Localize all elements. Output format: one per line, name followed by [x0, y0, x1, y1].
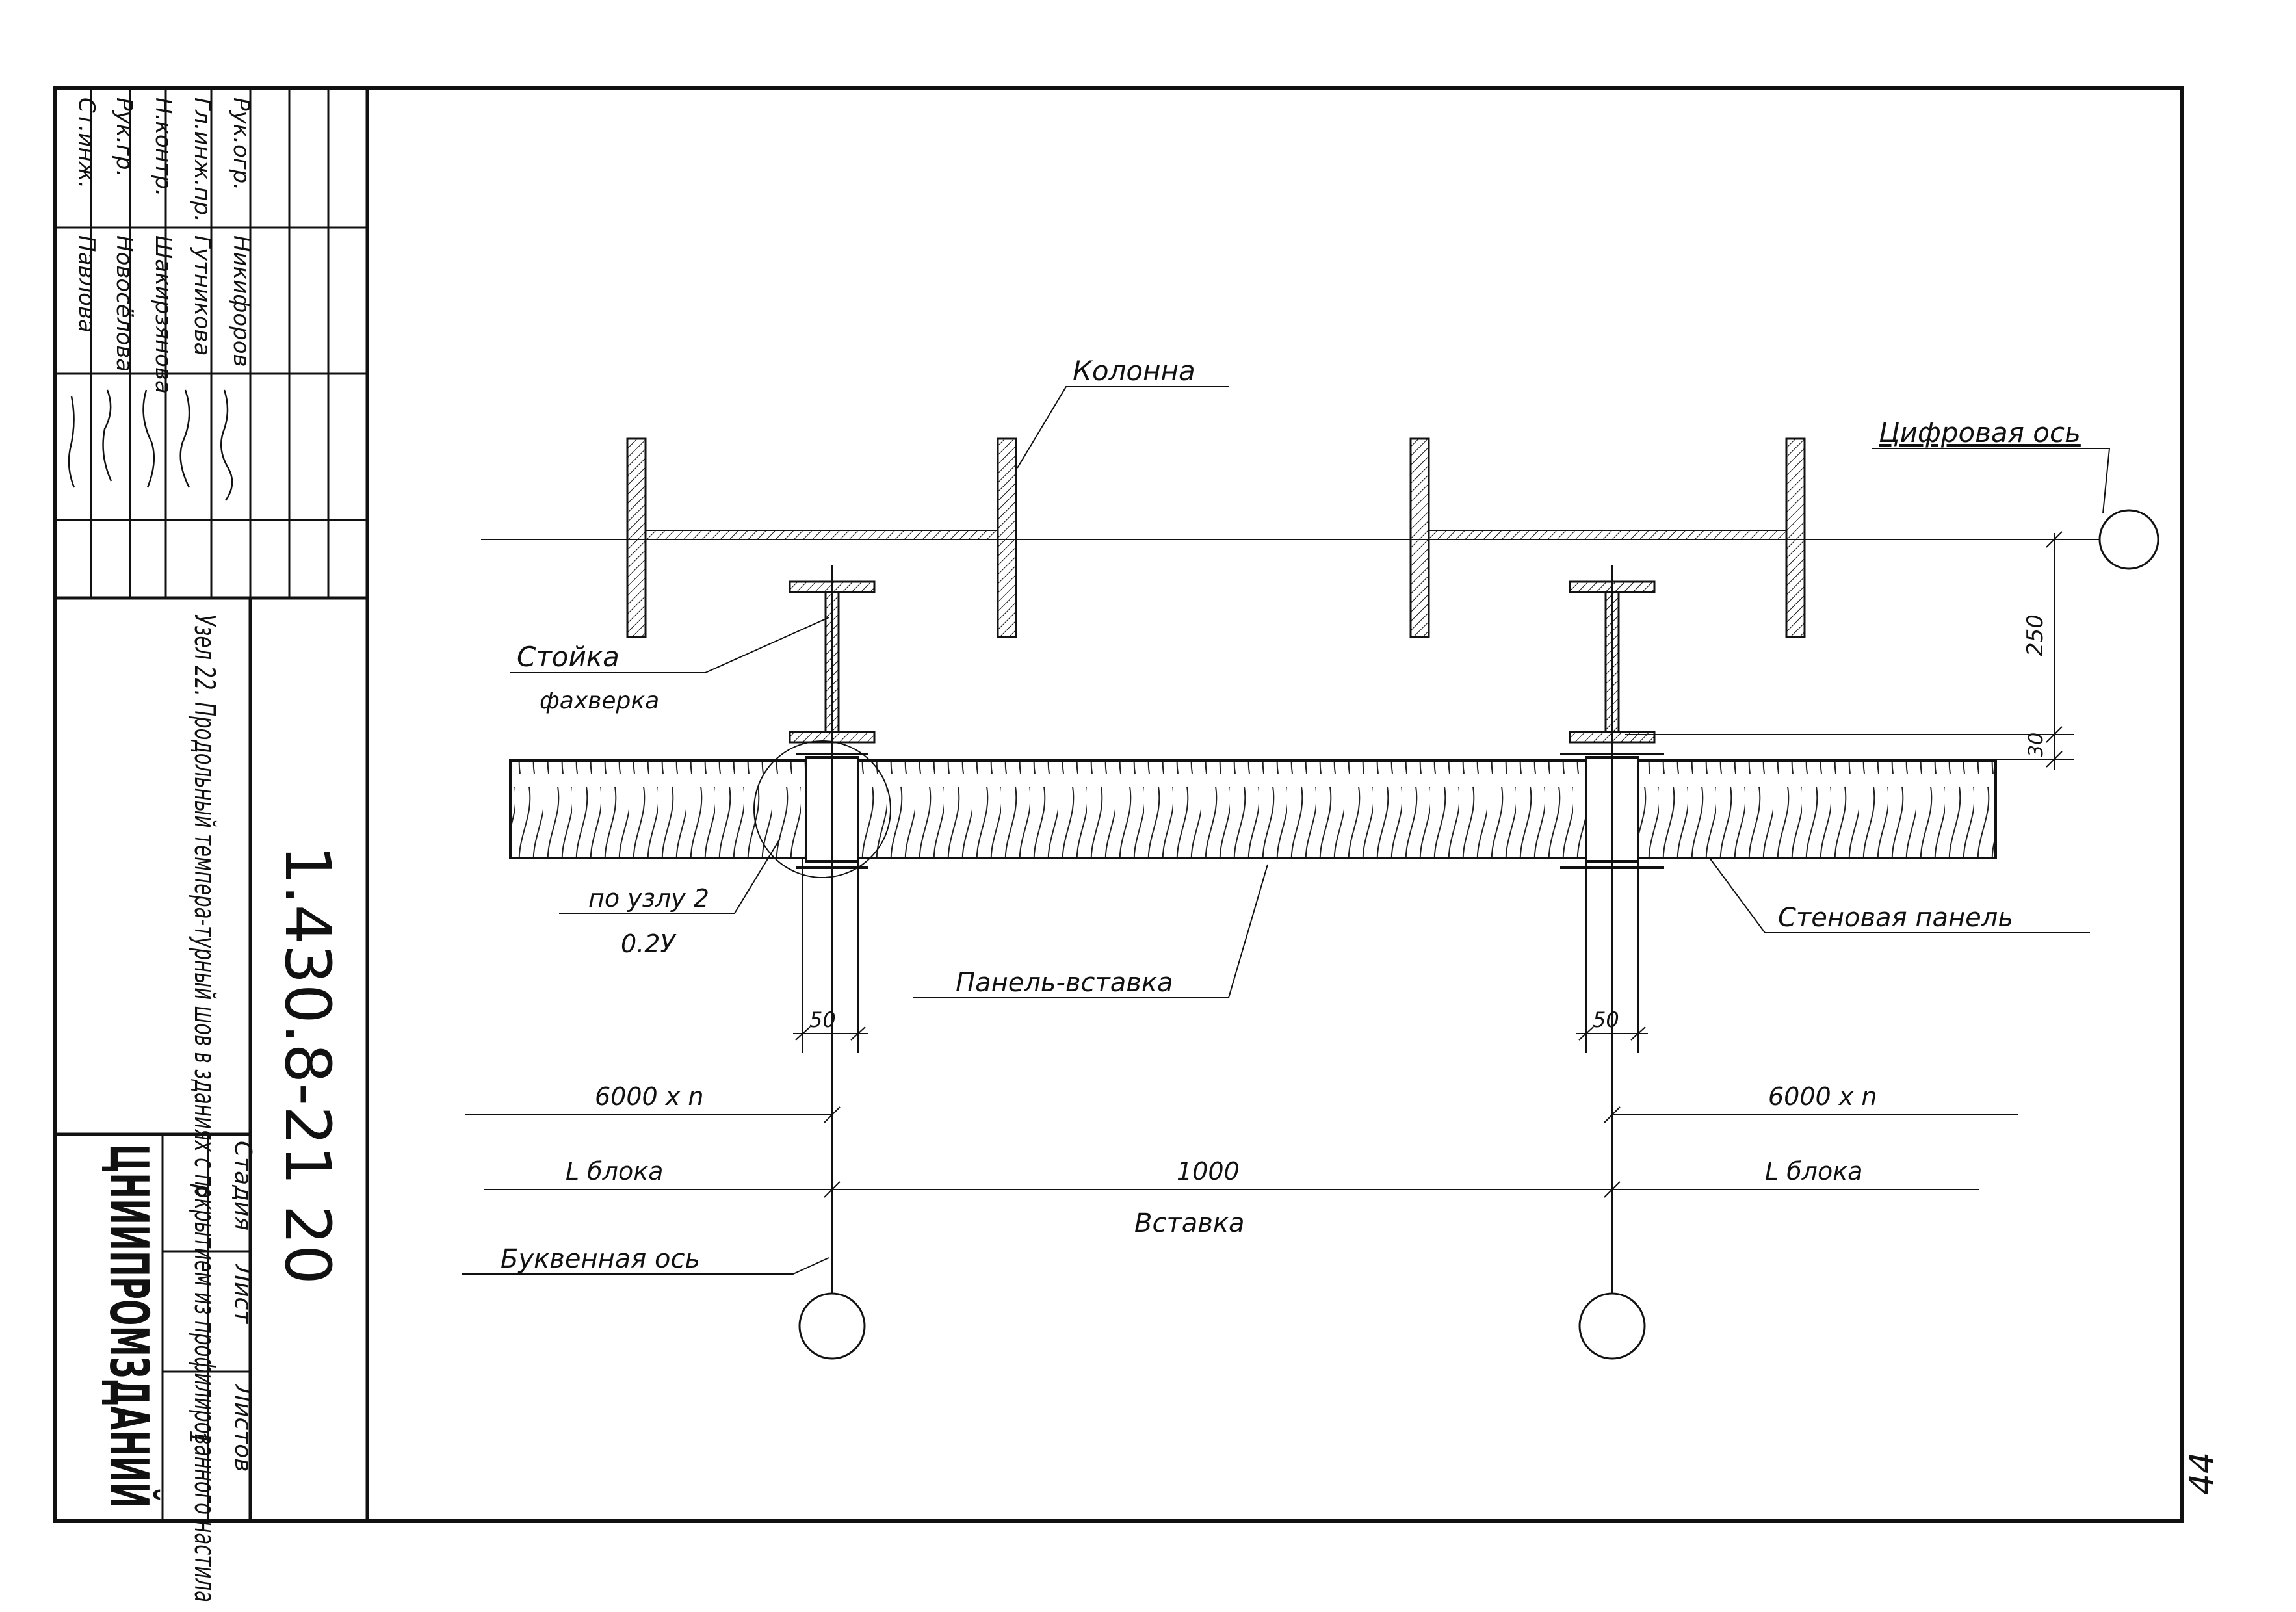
sheet-frame	[53, 86, 2184, 1523]
dim-span-left: 6000 x n	[595, 1082, 703, 1111]
node-callout-circle	[753, 740, 891, 878]
column-left	[626, 437, 1017, 638]
name-3: Шакирзянова	[150, 235, 176, 394]
dim-span-right: 6000 x n	[1768, 1082, 1877, 1111]
leader-lines	[462, 386, 2111, 1275]
label-insert: Вставка	[1134, 1208, 1245, 1238]
role-1: Рук.огр.	[228, 98, 254, 190]
joint-left	[796, 753, 868, 871]
name-1: Никифоров	[228, 235, 254, 367]
sheet-label: Лист	[229, 1263, 256, 1324]
organization: ЦНИИПРОМЗДАНИЙ	[98, 1144, 160, 1508]
role-2: Гл.инж.пр.	[189, 98, 215, 222]
dim-insert-width: 1000	[1177, 1157, 1240, 1186]
name-2: Гутникова	[189, 235, 215, 356]
dim-50-left-lines	[793, 858, 868, 1053]
label-node-ref-line1: по узлу 2	[588, 884, 709, 913]
dim-30: 30	[2025, 733, 2048, 757]
dim-block-left: L блока	[566, 1157, 663, 1186]
post-right	[1569, 580, 1656, 744]
letter-axis-bubble-left	[798, 1292, 866, 1360]
role-3: Н.контр.	[150, 98, 176, 196]
sheets-value: 1	[184, 1430, 211, 1445]
label-digital-axis: Цифровая ось	[1879, 417, 2081, 448]
panel-right	[1637, 759, 1997, 859]
label-glass-panel: Стеновая панель	[1778, 903, 2013, 933]
dim-50-right: 50	[1593, 1008, 1619, 1032]
role-5: Ст.инж.	[73, 98, 99, 188]
panel-left	[509, 759, 807, 859]
drawing-code: 1.430.8-21 20	[271, 845, 344, 1284]
label-node-ref-line2: 0.2У	[621, 930, 677, 958]
name-4: Новосёлова	[111, 235, 137, 372]
panel-insert	[857, 759, 1587, 859]
dim-50-right-lines	[1576, 858, 1648, 1053]
label-insert-panel: Панель-вставка	[956, 968, 1173, 998]
role-4: Рук.гр.	[111, 98, 137, 177]
name-5: Павлова	[73, 235, 99, 333]
dim-block-right: L блока	[1765, 1157, 1862, 1186]
joint-right	[1560, 753, 1664, 871]
sheet-title: Узел 22. Продольный темпера-турный шов в…	[188, 614, 221, 1602]
signatures	[68, 389, 233, 501]
column-right	[1409, 437, 1806, 638]
stage-value: Р	[184, 1183, 211, 1197]
dim-50-left: 50	[809, 1008, 836, 1032]
digital-axis-bubble	[2098, 509, 2159, 570]
label-letter-axis: Буквенная ось	[501, 1244, 700, 1274]
dim-250: 250	[2022, 614, 2048, 656]
page-number: 44	[2183, 1452, 2222, 1495]
stage-label: Стадия	[229, 1141, 256, 1230]
label-column: Колонна	[1073, 355, 1195, 387]
label-post-line1: Стойка	[517, 641, 620, 673]
letter-axis-bubble-right	[1578, 1292, 1646, 1360]
dim-vertical	[1625, 531, 2074, 770]
post-left	[789, 580, 876, 744]
title-block	[55, 88, 369, 1521]
label-post-line2: фахверка	[540, 688, 659, 714]
sheets-label: Листов	[229, 1383, 256, 1472]
dim-horizontal-lines	[465, 1106, 2018, 1198]
